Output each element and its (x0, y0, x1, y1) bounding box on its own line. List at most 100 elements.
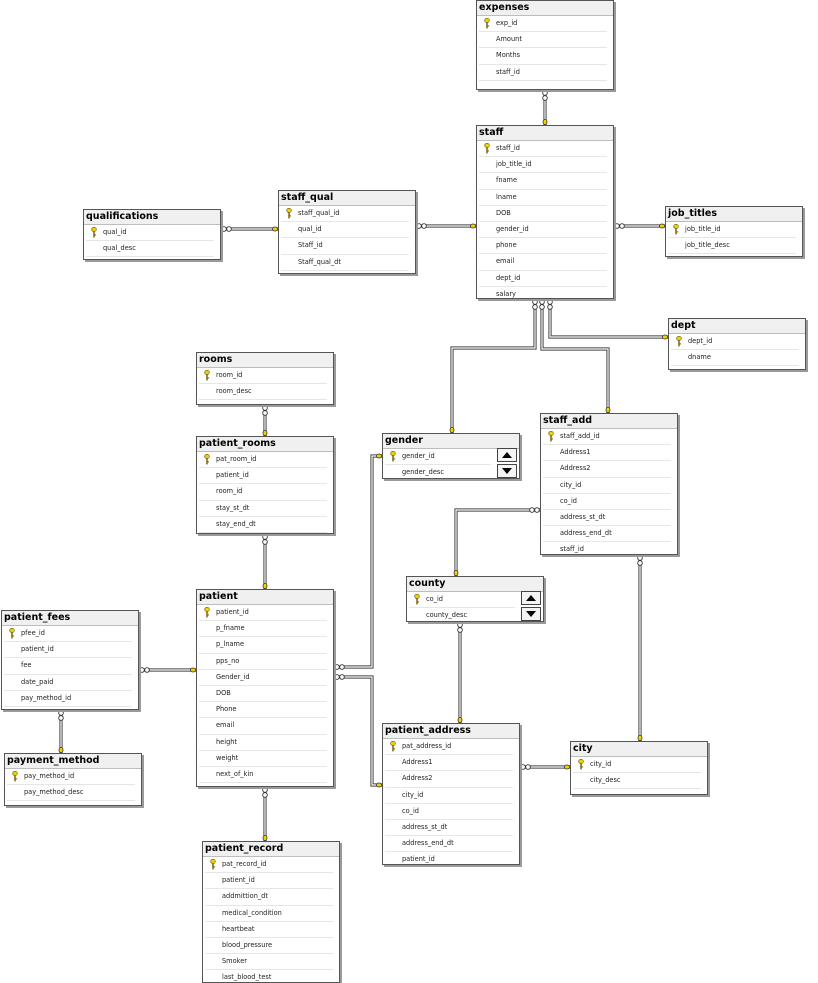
field-row[interactable]: DOB (479, 206, 607, 222)
field-row[interactable]: staff_qual_id (281, 206, 409, 223)
field-row[interactable]: patient_id (4, 642, 132, 659)
field-row[interactable]: Staff_qual_dt (281, 255, 409, 271)
field-row[interactable]: qual_id (281, 222, 409, 239)
field-row[interactable]: staff_add_id (543, 429, 671, 446)
field-row[interactable]: county_desc (409, 608, 515, 621)
field-row[interactable]: Staff_id (281, 238, 409, 255)
field-row[interactable]: job_title_id (668, 222, 796, 239)
field-row[interactable]: salary (479, 287, 607, 298)
field-row[interactable]: Gender_id (199, 670, 327, 686)
field-row[interactable]: city_desc (573, 773, 701, 790)
field-row[interactable]: qual_desc (86, 241, 214, 258)
field-row[interactable]: dname (671, 350, 799, 367)
field-row[interactable]: gender_id (385, 449, 491, 466)
field-row[interactable]: medical_condition (205, 906, 333, 922)
field-row[interactable]: Address1 (543, 445, 671, 462)
field-row[interactable]: pps_no (199, 654, 327, 670)
field-row[interactable]: pat_room_id (199, 452, 327, 469)
field-row[interactable]: date_paid (4, 675, 132, 691)
field-row[interactable]: DOB (199, 686, 327, 703)
field-row[interactable]: phone (479, 238, 607, 255)
field-row[interactable]: email (199, 718, 327, 735)
scroll-up-button[interactable] (497, 448, 517, 462)
field-row[interactable]: p_fname (199, 621, 327, 638)
field-row[interactable]: pat_address_id (385, 739, 513, 756)
field-row[interactable]: heartbeat (205, 922, 333, 938)
field-row[interactable]: dept_id (671, 334, 799, 351)
field-row[interactable]: patient_id (205, 873, 333, 890)
field-row[interactable]: patient_id (199, 468, 327, 485)
field-row[interactable]: Address2 (385, 771, 513, 788)
field-row[interactable]: staff_id (479, 141, 607, 158)
field-row[interactable]: pay_method_id (7, 769, 135, 786)
field-row[interactable]: Smoker (205, 954, 333, 971)
field-row[interactable]: qual_id (86, 225, 214, 242)
field-row[interactable]: Address1 (385, 755, 513, 772)
relationship-line[interactable] (334, 675, 382, 787)
field-row[interactable]: patient_id (199, 605, 327, 622)
field-row[interactable]: stay_st_dt (199, 501, 327, 517)
relationship-line[interactable] (450, 299, 537, 433)
field-row[interactable]: fname (479, 173, 607, 190)
field-row[interactable]: co_id (543, 494, 671, 510)
scroll-down-button[interactable] (521, 607, 541, 621)
field-row[interactable]: addmittion_dt (205, 889, 333, 906)
field-row[interactable]: co_id (409, 592, 515, 609)
field-row[interactable]: city_id (573, 757, 701, 774)
field-scrollbar[interactable] (521, 591, 541, 621)
field-row[interactable]: address_st_dt (385, 820, 513, 837)
field-row[interactable]: exp_id (479, 16, 607, 33)
field-row[interactable]: staff_id (479, 65, 607, 81)
field-row[interactable]: Phone (199, 702, 327, 719)
relationship-line[interactable] (334, 454, 382, 669)
field-row[interactable]: city_id (385, 788, 513, 804)
field-row[interactable]: room_desc (199, 384, 327, 401)
field-row[interactable]: last_blood_test (205, 970, 333, 982)
field-row[interactable]: height (199, 735, 327, 751)
relationship-line[interactable] (454, 508, 540, 576)
field-row[interactable]: gender_desc (385, 465, 491, 478)
field-row[interactable]: email (479, 254, 607, 271)
field-row[interactable]: next_of_kin (199, 767, 327, 784)
field-row[interactable]: co_id (385, 804, 513, 820)
field-row[interactable]: job_title_desc (668, 238, 796, 255)
field-row[interactable]: pfee_id (4, 626, 132, 643)
field-row[interactable]: lname (479, 190, 607, 206)
field-row[interactable]: patient_id (385, 852, 513, 864)
field-row[interactable]: next_of_kin_tel (199, 783, 327, 786)
field-row[interactable]: room_id (199, 484, 327, 501)
relationship-line[interactable] (548, 299, 668, 339)
field-row[interactable]: pay_method_desc (7, 785, 135, 802)
scroll-down-button[interactable] (497, 464, 517, 478)
field-row[interactable]: Amount (479, 32, 607, 49)
field-row[interactable]: staff_id (543, 542, 671, 554)
field-row[interactable]: dept_id (479, 271, 607, 287)
field-row[interactable]: p_lname (199, 637, 327, 654)
field-row[interactable]: address_end_dt (543, 526, 671, 543)
scroll-up-button[interactable] (521, 591, 541, 605)
field-row[interactable]: room_id (199, 368, 327, 385)
field-row[interactable]: gender_id (479, 222, 607, 239)
field-scrollbar[interactable] (497, 448, 517, 478)
field-row[interactable]: address_end_dt (385, 836, 513, 853)
field-row[interactable]: Address2 (543, 461, 671, 478)
field-row[interactable]: weight (199, 751, 327, 767)
field-row[interactable]: pat_record_id (205, 857, 333, 874)
field-row[interactable]: blood_pressure (205, 938, 333, 955)
field-row[interactable]: job_title_id (479, 157, 607, 174)
